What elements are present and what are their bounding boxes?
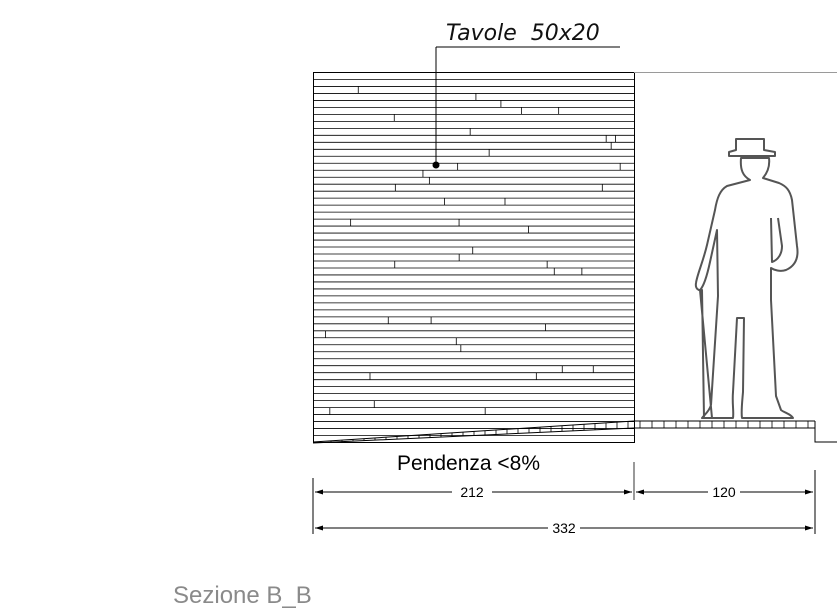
person-silhouette-icon: [694, 157, 799, 419]
dim-label-120: 120: [712, 484, 736, 500]
arm-line: [770, 217, 783, 263]
hat-icon: [728, 138, 776, 157]
dim-label-332: 332: [552, 520, 576, 536]
leader-label: Tavole 50x20: [446, 21, 600, 46]
dimension-lines: [312, 470, 816, 534]
step-edge: [814, 421, 837, 443]
landing-floor: [634, 420, 837, 443]
arrow-left-332: [315, 525, 323, 531]
ramp: [312, 420, 635, 444]
ramp-bottom-line: [312, 427, 635, 444]
slope-label: Pendenza <8%: [397, 452, 540, 475]
leader-annotation: Tavole 50x20: [432, 21, 620, 169]
arrow-right-212: [624, 489, 632, 495]
section-title: Sezione B_B: [173, 582, 312, 609]
arrow-right-332: [805, 525, 813, 531]
wall-outline: [313, 72, 635, 443]
arrow-left-120: [636, 489, 644, 495]
human-figure: [694, 138, 799, 419]
arrow-right-120: [805, 489, 813, 495]
dim-label-212: 212: [460, 484, 484, 500]
ramp-top-line: [312, 420, 635, 443]
arrow-left-212: [315, 489, 323, 495]
board-wall: [313, 72, 635, 443]
leader-dot: [432, 161, 440, 169]
